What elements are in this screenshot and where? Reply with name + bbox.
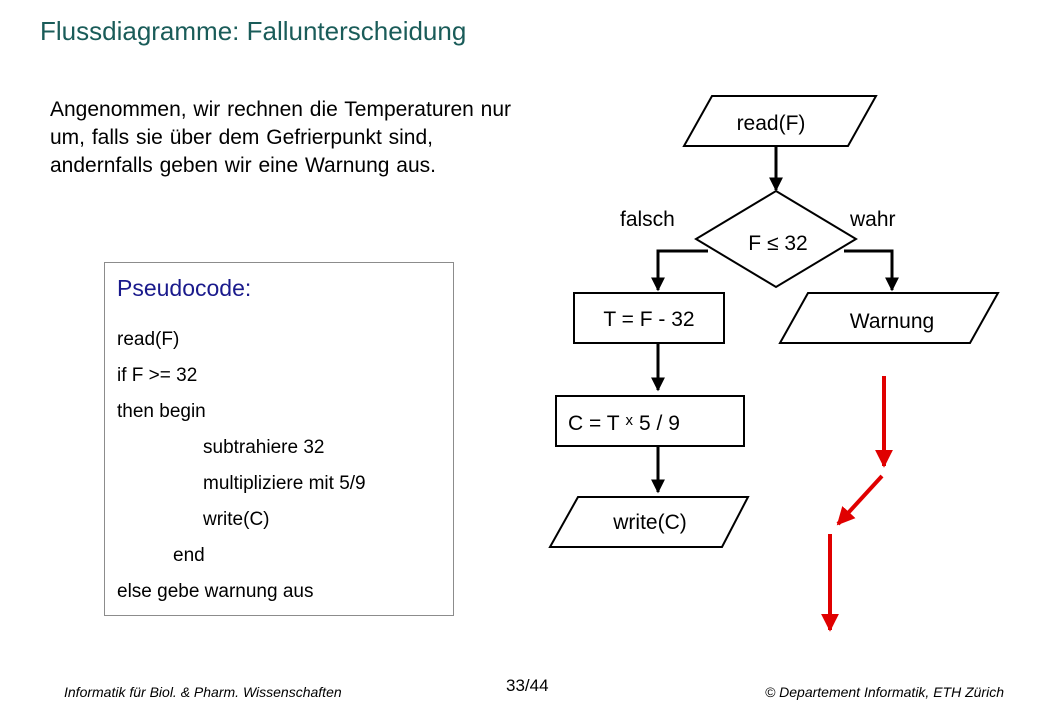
subtract-node-label: T = F - 32: [603, 308, 694, 331]
pseudocode-line-then: then begin: [117, 401, 206, 422]
pseudocode-line-else: else gebe warnung aus: [117, 581, 314, 602]
red-arrow-diagonal: [836, 474, 884, 526]
multiply-symbol: x: [626, 412, 634, 429]
pseudocode-line-if: if F >= 32: [117, 365, 198, 386]
subtract-node: T = F - 32: [573, 292, 725, 344]
write-node-label: write(C): [612, 511, 687, 534]
slide-title: Flussdiagramme: Fallunterscheidung: [40, 16, 467, 46]
multiply-node: C = T x 5 / 9: [555, 395, 745, 447]
multiply-node-label: C = T x 5 / 9: [568, 412, 680, 435]
condition-node: F ≤ 32: [694, 189, 858, 289]
pseudocode-box: Pseudocode: read(F) if F >= 32 then begi…: [104, 262, 454, 616]
pseudocode-line-multiply: multipliziere mit 5/9: [203, 473, 366, 494]
page-number: 33/44: [506, 676, 549, 695]
read-node: read(F): [682, 95, 878, 147]
intro-paragraph: Angenommen, wir rechnen die Temperaturen…: [50, 98, 512, 177]
warning-node: Warnung: [778, 292, 1000, 344]
write-node: write(C): [548, 496, 750, 548]
pseudocode-line-subtract: subtrahiere 32: [203, 437, 325, 458]
footer-copyright: © Departement Informatik, ETH Zürich: [764, 684, 1004, 700]
read-node-label: read(F): [737, 112, 806, 135]
warning-node-label: Warnung: [850, 310, 934, 333]
true-branch-label: wahr: [849, 208, 896, 231]
pseudocode-line-end: end: [173, 545, 205, 566]
multiply-node-suffix: 5 / 9: [639, 412, 680, 435]
arrow-condition-to-subtract: [651, 249, 708, 292]
arrow-condition-to-warning: [844, 249, 899, 292]
condition-node-label: F ≤ 32: [748, 232, 807, 255]
pseudocode-line-write: write(C): [203, 509, 270, 530]
pseudocode-heading: Pseudocode:: [117, 275, 252, 301]
false-branch-label: falsch: [620, 208, 675, 231]
pseudocode-line-read: read(F): [117, 329, 180, 350]
multiply-node-prefix: C = T: [568, 412, 620, 435]
footer-course-name: Informatik für Biol. & Pharm. Wissenscha…: [64, 684, 342, 700]
